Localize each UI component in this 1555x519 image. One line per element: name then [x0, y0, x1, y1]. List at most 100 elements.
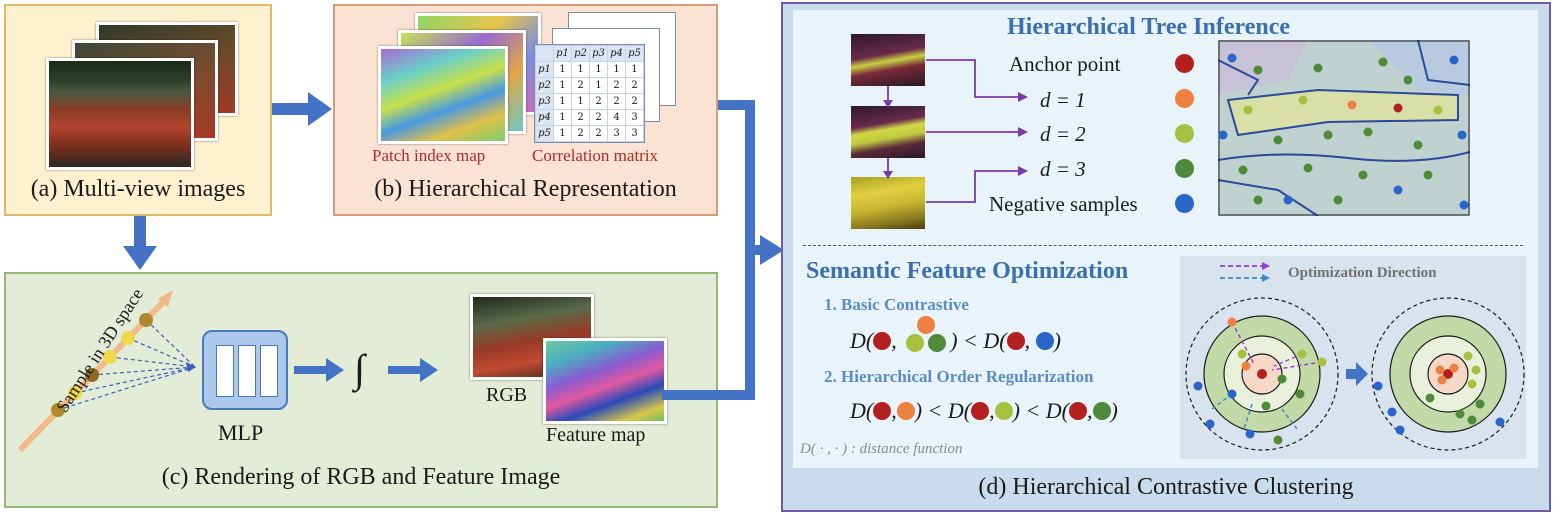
arrow-mlp-to-integral — [294, 358, 344, 382]
mlp-layer — [260, 345, 278, 397]
section-divider — [803, 245, 1523, 246]
matrix-cell: 2 — [589, 125, 608, 142]
legend-d1-label: d = 1 — [1040, 88, 1086, 112]
anchor-point-dot — [1175, 54, 1194, 73]
matrix-cell: 1 — [553, 93, 572, 110]
matrix-cell: 2 — [571, 109, 590, 126]
mlp-label: MLP — [218, 420, 264, 445]
matrix-cell: 2 — [571, 125, 590, 142]
matrix-cell: p2 — [535, 77, 554, 94]
d1-dot-inline — [896, 402, 915, 420]
patch-index-label: Patch index map — [372, 146, 486, 165]
matrix-header: p2 — [571, 45, 590, 62]
distance-note: D( · , · ) : distance function — [800, 441, 963, 457]
d1-dot — [1175, 89, 1194, 108]
matrix-cell: 1 — [589, 77, 608, 94]
d2-dot — [1175, 124, 1194, 143]
tree-image-2 — [851, 106, 925, 158]
matrix-cell: 1 — [553, 125, 572, 142]
matrix-cell: 1 — [553, 61, 572, 78]
formula-order: D(,) < D(,) < D(,) — [850, 398, 1118, 423]
matrix-cell: 2 — [607, 77, 626, 94]
opt-title: Semantic Feature Optimization — [806, 258, 1129, 284]
basic-contrastive-label: 1. Basic Contrastive — [824, 295, 969, 314]
matrix-cell: p1 — [535, 61, 554, 78]
matrix-cell: p5 — [535, 125, 554, 142]
feature-map-label: Feature map — [546, 424, 646, 446]
arrow-b-c-to-d — [662, 100, 784, 400]
legend-negative-label: Negative samples — [989, 192, 1138, 216]
tree-connectors — [883, 59, 1028, 203]
d3-dot-inline — [1092, 402, 1111, 420]
matrix-cell: 2 — [607, 93, 626, 110]
matrix-cell: 1 — [553, 77, 572, 94]
matrix-cell: 2 — [625, 93, 644, 110]
tree-image-3 — [851, 177, 925, 229]
integral-symbol: ∫ — [354, 346, 365, 391]
matrix-header: p1 — [553, 45, 572, 62]
segmented-building-image — [1218, 40, 1470, 216]
d2-dot-inline — [906, 334, 925, 352]
matrix-cell: 1 — [589, 61, 608, 78]
matrix-cell: 1 — [625, 61, 644, 78]
matrix-cell: 2 — [589, 93, 608, 110]
matrix-cell: 4 — [607, 109, 626, 126]
mlp-layer — [216, 345, 234, 397]
correlation-label: Correlation matrix — [532, 146, 659, 165]
matrix-cell: 1 — [553, 109, 572, 126]
d3-dot-inline — [928, 334, 947, 352]
order-regularization-label: 2. Hierarchical Order Regularization — [824, 367, 1094, 386]
matrix-cell: 2 — [571, 77, 590, 94]
positive-cluster — [902, 316, 950, 352]
transition-arrow — [1346, 362, 1368, 386]
ray-sampling-diagram — [17, 290, 196, 453]
panel-d-caption: (d) Hierarchical Contrastive Clustering — [978, 474, 1354, 500]
anchor-dot-inline — [1006, 332, 1025, 350]
rgb-label: RGB — [486, 384, 528, 406]
panel-c-caption: (c) Rendering of RGB and Feature Image — [161, 464, 561, 490]
d1-dot-inline — [917, 316, 936, 334]
anchor-dot-inline — [873, 402, 892, 420]
arrow-integral-to-output — [388, 358, 438, 382]
multiview-image-front — [46, 58, 194, 170]
matrix-cell: 3 — [625, 109, 644, 126]
matrix-cell: 2 — [625, 77, 644, 94]
matrix-cell: 1 — [571, 93, 590, 110]
matrix-header: p3 — [589, 45, 608, 62]
negative-sample-dot — [1175, 194, 1194, 213]
matrix-cell: 3 — [625, 125, 644, 142]
correlation-matrix: p1 p2 p3 p4 p5 p1 1 1 1 1 1 p2 1 2 1 2 2… — [534, 44, 645, 143]
patch-index-map — [378, 46, 508, 144]
d2-dot-inline — [994, 402, 1013, 420]
panel-a-caption: (a) Multi-view images — [30, 176, 246, 202]
matrix-corner — [535, 45, 554, 62]
arrow-a-to-c — [123, 216, 157, 270]
tree-image-1 — [851, 34, 925, 86]
clustering-before — [1185, 297, 1339, 451]
opt-direction-legend — [1220, 262, 1270, 282]
panel-b-caption: (b) Hierarchical Representation — [374, 176, 677, 202]
anchor-dot-inline — [971, 402, 990, 420]
opt-direction-label: Optimization Direction — [1288, 265, 1437, 281]
negative-dot-inline — [1035, 332, 1054, 350]
tree-title: Hierarchical Tree Inference — [1007, 14, 1291, 40]
anchor-dot-inline — [873, 332, 892, 350]
matrix-cell: 1 — [607, 61, 626, 78]
arrow-a-to-b — [272, 92, 332, 126]
legend-d2-label: d = 2 — [1040, 122, 1086, 146]
anchor-dot-inline — [1069, 402, 1087, 420]
legend-anchor-label: Anchor point — [1009, 52, 1121, 76]
matrix-header: p5 — [625, 45, 644, 62]
feature-map-image — [543, 338, 667, 424]
legend-d3-label: d = 3 — [1040, 157, 1086, 181]
clustering-after — [1371, 297, 1525, 451]
formula-basic: D(, ) < D(, ) — [850, 316, 1061, 354]
matrix-cell: 3 — [607, 125, 626, 142]
matrix-cell: 1 — [571, 61, 590, 78]
matrix-cell: 2 — [589, 109, 608, 126]
d3-dot — [1175, 159, 1194, 178]
mlp-layer — [238, 345, 256, 397]
matrix-cell: p4 — [535, 109, 554, 126]
matrix-header: p4 — [607, 45, 626, 62]
matrix-cell: p3 — [535, 93, 554, 110]
